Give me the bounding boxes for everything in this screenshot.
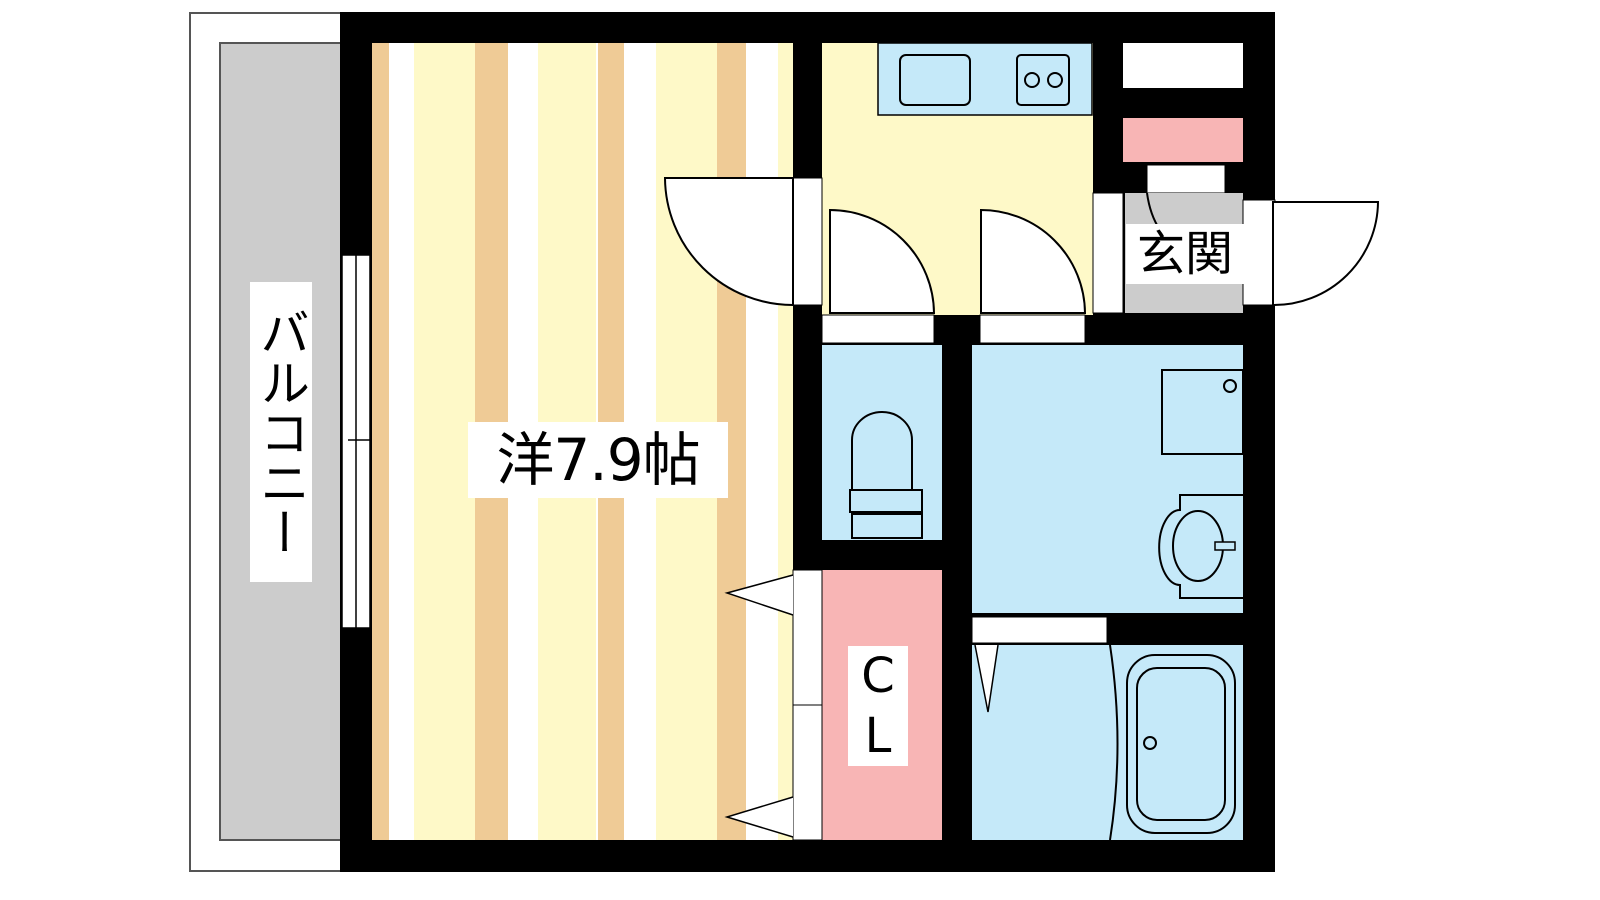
- washroom-door[interactable]: [980, 208, 1087, 314]
- washbasin-icon: [1158, 494, 1243, 599]
- entrance-door[interactable]: [1242, 199, 1276, 306]
- shoe-cabinet: [1123, 118, 1243, 162]
- balcony-label: バルコニー: [250, 282, 312, 582]
- toilet-icon: [851, 411, 913, 491]
- stove-icon: [1016, 54, 1070, 106]
- room-door[interactable]: [663, 177, 794, 307]
- closet-label: C L: [848, 646, 908, 766]
- closet-label-c: C: [861, 648, 895, 704]
- washing-machine-icon: [1161, 369, 1244, 455]
- toilet-door[interactable]: [829, 208, 936, 314]
- closet-label-l: L: [864, 708, 892, 764]
- sink-icon: [899, 54, 971, 106]
- storage-shelf: [1123, 43, 1243, 88]
- room-label: 洋7.9帖: [468, 422, 728, 498]
- entrance-label: 玄関: [1126, 224, 1244, 284]
- bathtub-icon: [1126, 654, 1236, 834]
